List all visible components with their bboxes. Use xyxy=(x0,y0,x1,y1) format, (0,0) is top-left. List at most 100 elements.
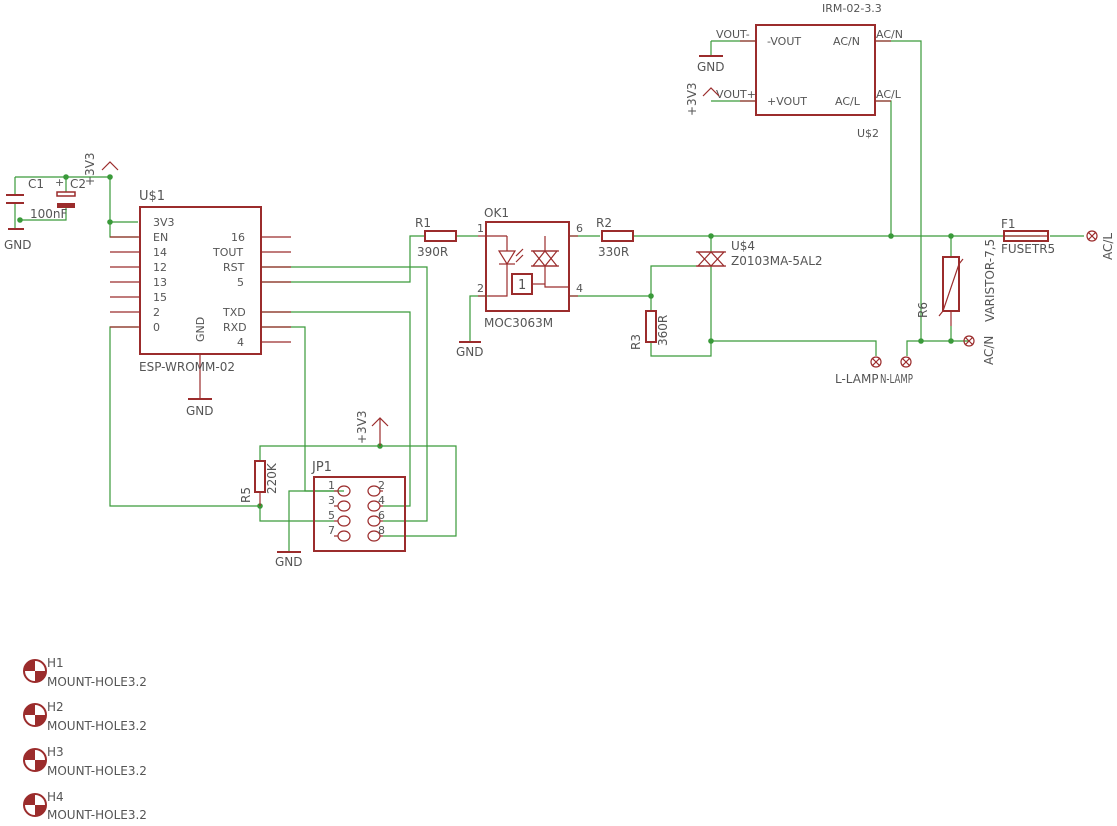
svg-text:14: 14 xyxy=(153,246,167,259)
svg-text:220K: 220K xyxy=(265,462,279,494)
resistor-r1: R1 390R xyxy=(415,216,457,259)
svg-text:AC/N: AC/N xyxy=(876,28,903,41)
svg-text:8: 8 xyxy=(378,524,385,537)
gnd-symbol-u2: GND xyxy=(697,41,725,74)
gnd-symbol-ok1: GND xyxy=(456,341,484,359)
svg-text:H3: H3 xyxy=(47,745,64,759)
svg-text:3V3: 3V3 xyxy=(153,216,175,229)
connector-acl: AC/L xyxy=(1086,230,1115,260)
svg-text:FUSETR5: FUSETR5 xyxy=(1001,242,1055,256)
ok1-zc-label: 1 xyxy=(518,278,526,293)
svg-text:6: 6 xyxy=(576,222,583,235)
svg-text:GND: GND xyxy=(697,60,725,74)
svg-text:AC/L: AC/L xyxy=(876,88,902,101)
svg-text:N-LAMP: N-LAMP xyxy=(880,372,913,386)
mount-hole-h4: H4 MOUNT-HOLE3.2 xyxy=(23,790,147,822)
c1-name: C1 xyxy=(28,177,44,191)
svg-text:R3: R3 xyxy=(629,334,643,350)
svg-text:+3V3: +3V3 xyxy=(355,410,369,444)
supply-3v3-jp1: +3V3 xyxy=(355,410,389,446)
power-module-u2: IRM-02-3.3 U$2 -VOUT +VOUT AC/N AC/L VOU… xyxy=(716,2,903,140)
svg-text:TXD: TXD xyxy=(222,306,246,319)
c2-value: 100nF xyxy=(30,207,68,221)
svg-text:360R: 360R xyxy=(656,315,670,346)
svg-text:MOUNT-HOLE3.2: MOUNT-HOLE3.2 xyxy=(47,764,147,778)
gnd-symbol-c1: GND xyxy=(4,220,32,252)
svg-text:330R: 330R xyxy=(598,245,629,259)
mount-hole-h2: H2 MOUNT-HOLE3.2 xyxy=(23,700,147,733)
svg-text:GND: GND xyxy=(275,555,303,569)
svg-text:TOUT: TOUT xyxy=(212,246,243,259)
supply-3v3-u2: +3V3 xyxy=(685,82,720,116)
svg-text:+VOUT: +VOUT xyxy=(767,95,807,108)
connector-n-lamp: N-LAMP xyxy=(878,356,913,386)
u1-name: U$1 xyxy=(139,189,165,204)
svg-text:VARISTOR-7,5: VARISTOR-7,5 xyxy=(983,239,997,322)
svg-text:MOUNT-HOLE3.2: MOUNT-HOLE3.2 xyxy=(47,675,147,689)
u1-gnd-pin: GND xyxy=(194,317,207,342)
svg-text:4: 4 xyxy=(378,494,385,507)
gnd-symbol-u1: GND xyxy=(186,398,214,418)
svg-text:12: 12 xyxy=(153,261,167,274)
resistor-r2: R2 330R xyxy=(596,216,634,259)
svg-text:H1: H1 xyxy=(47,656,64,670)
svg-text:RXD: RXD xyxy=(223,321,247,334)
svg-text:6: 6 xyxy=(378,509,385,522)
svg-text:GND: GND xyxy=(186,404,214,418)
svg-text:2: 2 xyxy=(378,479,385,492)
svg-text:+: + xyxy=(55,176,64,189)
svg-text:EN: EN xyxy=(153,231,168,244)
svg-text:AC/L: AC/L xyxy=(1101,233,1115,260)
svg-text:13: 13 xyxy=(153,276,167,289)
svg-text:AC/L: AC/L xyxy=(835,95,861,108)
svg-text:GND: GND xyxy=(456,345,484,359)
c1-gnd-label: GND xyxy=(4,238,32,252)
svg-text:H2: H2 xyxy=(47,700,64,714)
header-jp1: JP1 1 3 5 7 2 4 6 8 xyxy=(311,460,406,552)
svg-text:16: 16 xyxy=(231,231,245,244)
mount-hole-h1: H1 MOUNT-HOLE3.2 xyxy=(23,656,147,689)
jp1-name: JP1 xyxy=(311,460,332,475)
svg-text:U$4: U$4 xyxy=(731,239,755,253)
svg-text:RST: RST xyxy=(223,261,245,274)
svg-text:4: 4 xyxy=(576,282,583,295)
svg-text:1: 1 xyxy=(328,479,335,492)
svg-text:MOC3063M: MOC3063M xyxy=(484,316,553,330)
svg-text:R6: R6 xyxy=(916,302,930,318)
svg-text:L-LAMP: L-LAMP xyxy=(835,372,879,386)
svg-text:2: 2 xyxy=(153,306,160,319)
svg-text:+3V3: +3V3 xyxy=(685,82,699,116)
svg-text:U$2: U$2 xyxy=(857,127,879,140)
left-3v3-label: +3V3 xyxy=(83,152,97,186)
jp1-pads xyxy=(337,485,381,542)
supply-3v3-left: +3V3 xyxy=(83,152,119,186)
svg-text:MOUNT-HOLE3.2: MOUNT-HOLE3.2 xyxy=(47,808,147,822)
svg-text:R5: R5 xyxy=(239,487,253,503)
svg-text:-VOUT: -VOUT xyxy=(767,35,801,48)
u2-title: IRM-02-3.3 xyxy=(822,2,882,15)
optocoupler-ok1: 1 OK1 MOC3063M 1 2 6 4 xyxy=(477,206,583,330)
svg-text:AC/N: AC/N xyxy=(833,35,860,48)
svg-text:AC/N: AC/N xyxy=(982,336,996,365)
svg-text:Z0103MA-5AL2: Z0103MA-5AL2 xyxy=(731,254,823,268)
resistor-r3: R3 360R xyxy=(629,310,670,350)
svg-text:VOUT-: VOUT- xyxy=(716,28,750,41)
fuse-f1: F1 FUSETR5 xyxy=(1001,217,1055,256)
svg-text:OK1: OK1 xyxy=(484,206,509,220)
capacitor-c2: + C2 100nF xyxy=(30,176,86,221)
svg-text:1: 1 xyxy=(477,222,484,235)
svg-text:H4: H4 xyxy=(47,790,64,804)
svg-text:VOUT+: VOUT+ xyxy=(716,88,756,101)
esp-module-u1: U$1 ESP-WROMM-02 3V3 EN 14 12 13 15 2 0 … xyxy=(110,189,291,398)
connector-l-lamp: L-LAMP xyxy=(835,356,882,386)
svg-text:F1: F1 xyxy=(1001,217,1016,231)
svg-text:15: 15 xyxy=(153,291,167,304)
gnd-symbol-jp1: GND xyxy=(275,551,303,569)
svg-text:5: 5 xyxy=(328,509,335,522)
svg-text:390R: 390R xyxy=(417,245,448,259)
c2-name: C2 xyxy=(70,177,86,191)
resistor-r5: R5 220K xyxy=(239,460,279,506)
svg-text:0: 0 xyxy=(153,321,160,334)
svg-text:4: 4 xyxy=(237,336,244,349)
